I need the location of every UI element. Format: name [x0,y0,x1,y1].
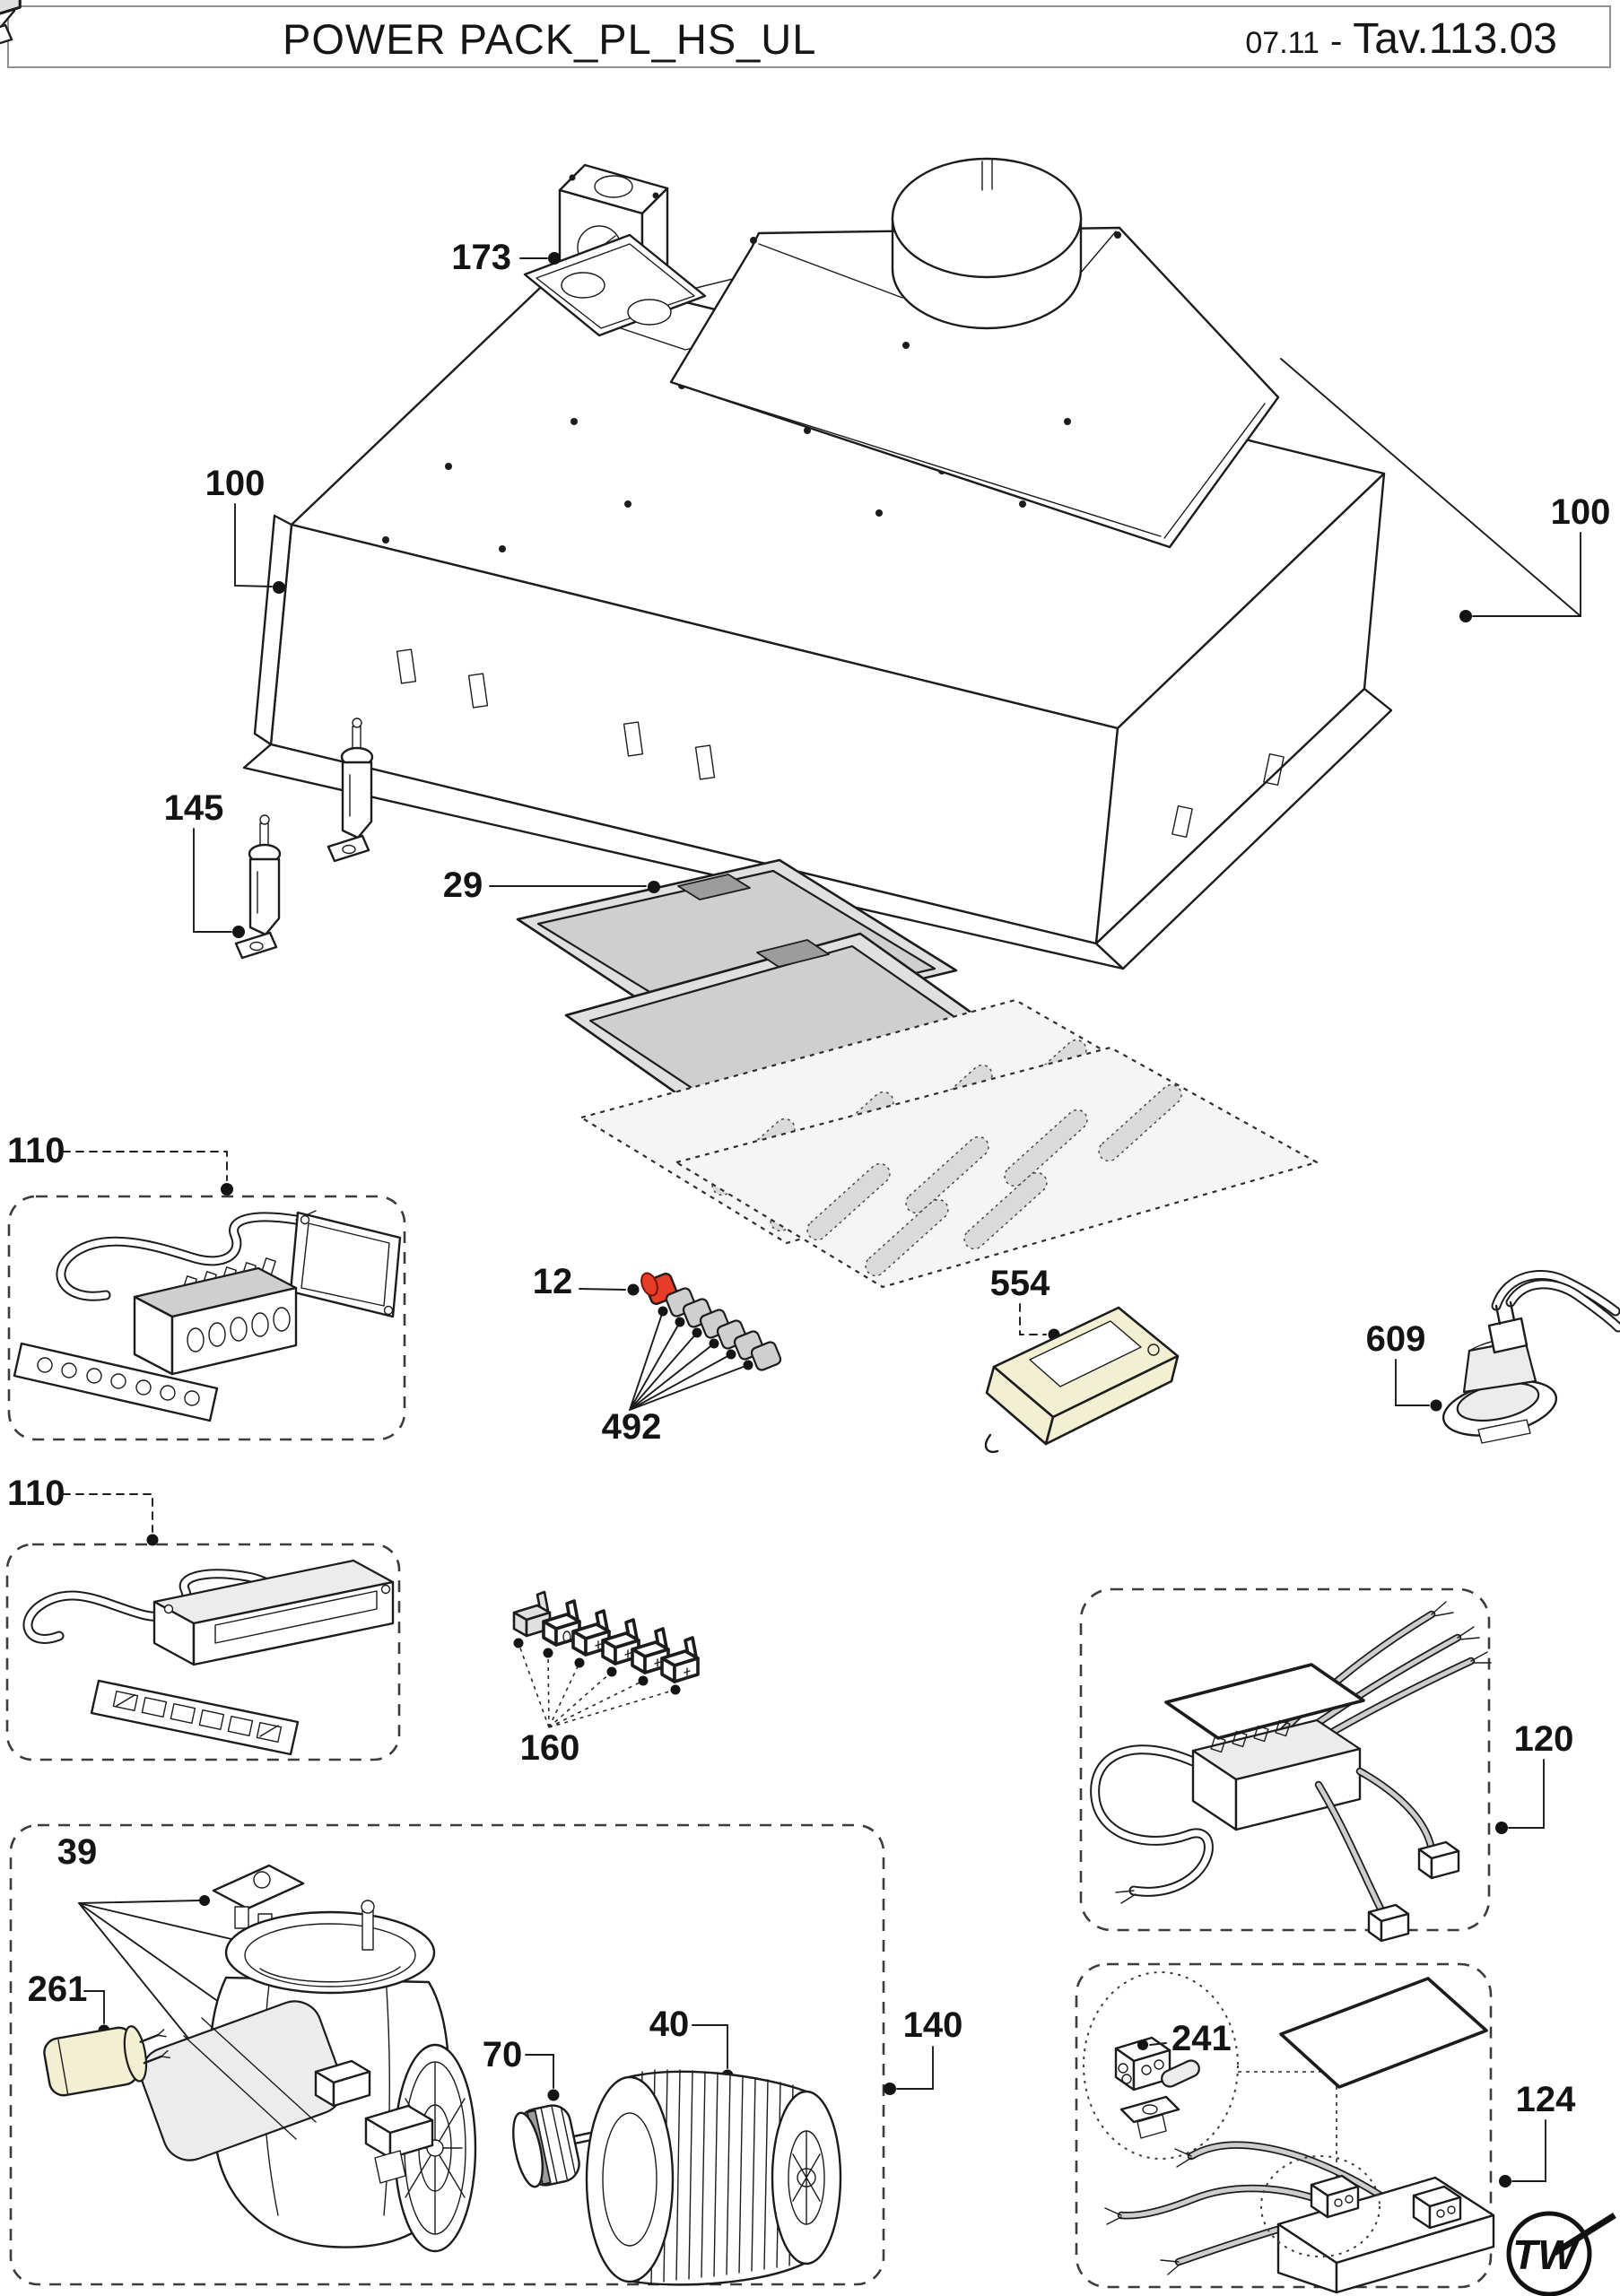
terminal-pins-120 [1210,1719,1291,1753]
panel-slots [806,1083,1182,1277]
blower-wheel-drawing: 40 [585,2005,842,2286]
terminal-block-241 [1114,2036,1200,2139]
cover-plate-drawing [1279,1977,1488,2089]
hood-cabinet-drawing [242,236,1393,970]
junction-box-drawing: 173 [451,163,707,337]
part-label-173: 173 [451,238,511,277]
capacitor-drawing: 261 [28,1970,170,2097]
part-label-554: 554 [990,1264,1050,1303]
part-label-492: 492 [602,1407,662,1447]
detail-circle-connector [1260,2155,1380,2257]
plenum-funnel-drawing [669,157,1280,549]
logo-text: TW [1512,2231,1580,2278]
doc-reference: 07.11 - Tav.113.03 [1245,14,1557,64]
logo-swoosh [1553,2213,1616,2256]
drawing-title: POWER PACK_PL_HS_UL [283,15,817,63]
perforated-panels-drawing [579,998,1319,1289]
part-label-110-upper: 110 [7,1131,65,1170]
dashed-box-124 [1075,1962,1493,2289]
control-unit-upper-group: 110 [7,1131,406,1441]
leader-fan-492 [629,1306,753,1411]
knob-glyphs [562,1631,691,1676]
detail-circle-241 [1083,1971,1239,2160]
faceplate-holes [37,1357,200,1406]
button-caps-group: 12 492 [533,1262,782,1447]
part-label-100-right: 100 [1551,492,1611,532]
wire-connector [1412,2185,1462,2230]
part-label-40: 40 [649,2005,690,2044]
faceplate-windows [112,1690,283,1743]
part-label-261: 261 [28,1970,88,2009]
control-unit-lower-group: 110 [5,1474,401,1761]
terminal-kit-group: 241 [1075,1962,1576,2294]
leader-fan-160 [513,1638,681,1728]
leader-dot-173 [548,252,561,265]
front-slots [396,648,1285,839]
part-label-609: 609 [1366,1319,1426,1359]
gray-button-caps [665,1287,782,1371]
part-label-100-left: 100 [205,464,266,503]
part-label-29: 29 [443,865,483,905]
part-label-12: 12 [533,1262,573,1301]
part-100-right-callout: 100 [1280,358,1611,622]
part-label-120: 120 [1514,1719,1574,1759]
dashed-box-110-upper [7,1195,406,1441]
table-number: Tav.113.03 [1353,15,1557,63]
roller-drawing: 70 [483,2035,593,2188]
wiring-kit-group: 120 [1079,1587,1574,1943]
part-label-124: 124 [1516,2080,1576,2119]
motor-housing [140,1900,477,2253]
halogen-lamp-drawing: 609 [1366,1270,1620,1444]
part-label-160: 160 [520,1728,580,1768]
mounting-bracket-drawing: 145 [0,0,374,960]
switch-body-holes [187,1307,291,1352]
part-label-39: 39 [57,1832,98,1872]
switch-knobs-group: 160 [0,0,700,1768]
electronic-box-drawing: 554 [984,1264,1180,1454]
motor-group: 39 [9,1823,963,2286]
part-label-241: 241 [1171,2019,1232,2058]
dashed-box-120 [1079,1587,1491,1932]
dashed-box-140 [9,1823,885,2286]
part-label-110-lower: 110 [7,1474,65,1513]
manufacturer-logo: TW [1506,2211,1616,2296]
wire-connector [1417,1840,1460,1880]
dashed-box-110-lower [5,1543,401,1761]
title-bar: POWER PACK_PL_HS_UL 07.11 - Tav.113.03 [7,5,1611,68]
part-label-70: 70 [483,2035,523,2074]
wire-connector [1367,1903,1410,1943]
part-100-left-callout: 100 [205,464,285,594]
revision-date: 07.11 [1245,26,1320,60]
part-label-145: 145 [164,788,224,828]
part-label-140: 140 [903,2005,963,2045]
reference-separator: - [1329,22,1343,61]
wire-connector [1310,2174,1360,2219]
